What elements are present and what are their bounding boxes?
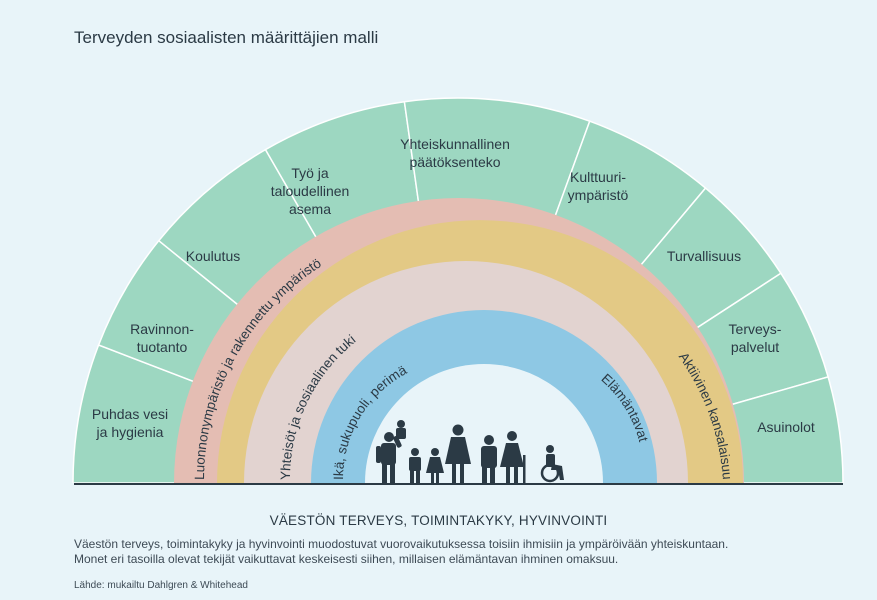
inner-space bbox=[365, 364, 603, 483]
outer-sector-label: Yhteiskunnallinen päätöksenteko bbox=[400, 136, 510, 170]
outer-sector-label-line: taloudellinen bbox=[271, 183, 350, 199]
outer-sector-label-line: ja hygienia bbox=[96, 424, 164, 440]
outer-sector-label-line: tuotanto bbox=[137, 339, 188, 355]
outer-sector-label-line: palvelut bbox=[731, 339, 779, 355]
outcome-title: VÄESTÖN TERVEYS, TOIMINTAKYKY, HYVINVOIN… bbox=[269, 513, 608, 528]
outer-sector-label: Terveys-palvelut bbox=[729, 321, 782, 355]
source-note: Lähde: mukailtu Dahlgren & Whitehead bbox=[74, 580, 248, 591]
outer-sector-label-line: Terveys- bbox=[729, 321, 782, 337]
outer-sector-label: Asuinolot bbox=[757, 419, 815, 435]
outer-sector-label-line: Turvallisuus bbox=[667, 248, 741, 264]
outer-sector-label-line: Kulttuuri- bbox=[570, 169, 626, 185]
outer-sector-label-line: Puhdas vesi bbox=[92, 406, 168, 422]
description-line-2: Monet eri tasoilla olevat tekijät vaikut… bbox=[74, 552, 619, 566]
outer-sector-label-line: Asuinolot bbox=[757, 419, 815, 435]
outer-labels: Puhdas vesi ja hygienia Ravinnon-tuotanto K… bbox=[92, 136, 815, 440]
outer-sector-label: Turvallisuus bbox=[667, 248, 741, 264]
outer-sector-label-line: Ravinnon- bbox=[130, 321, 194, 337]
outer-sector-label: Koulutus bbox=[186, 248, 240, 264]
outer-sector-label-line: asema bbox=[289, 201, 331, 217]
outer-sector-label: Kulttuuri-ympäristö bbox=[568, 169, 629, 203]
outer-sector-label-line: päätöksenteko bbox=[409, 154, 500, 170]
outer-sector-label: Ravinnon-tuotanto bbox=[130, 321, 194, 355]
ground-line bbox=[74, 483, 843, 485]
family-people-icon bbox=[376, 420, 564, 483]
outer-sector-label: Puhdas vesi ja hygienia bbox=[92, 406, 168, 440]
description-line-1: Väestön terveys, toimintakyky ja hyvinvo… bbox=[74, 537, 729, 551]
outer-sector-label-line: ympäristö bbox=[568, 187, 629, 203]
outer-sector-label-line: Työ ja bbox=[291, 165, 329, 181]
page-title: Terveyden sosiaalisten määrittäjien mall… bbox=[74, 28, 379, 47]
outer-sector-label-line: Koulutus bbox=[186, 248, 240, 264]
outer-sector-label-line: Yhteiskunnallinen bbox=[400, 136, 510, 152]
outer-sector-label: Työ ja taloudellinen asema bbox=[271, 165, 350, 217]
